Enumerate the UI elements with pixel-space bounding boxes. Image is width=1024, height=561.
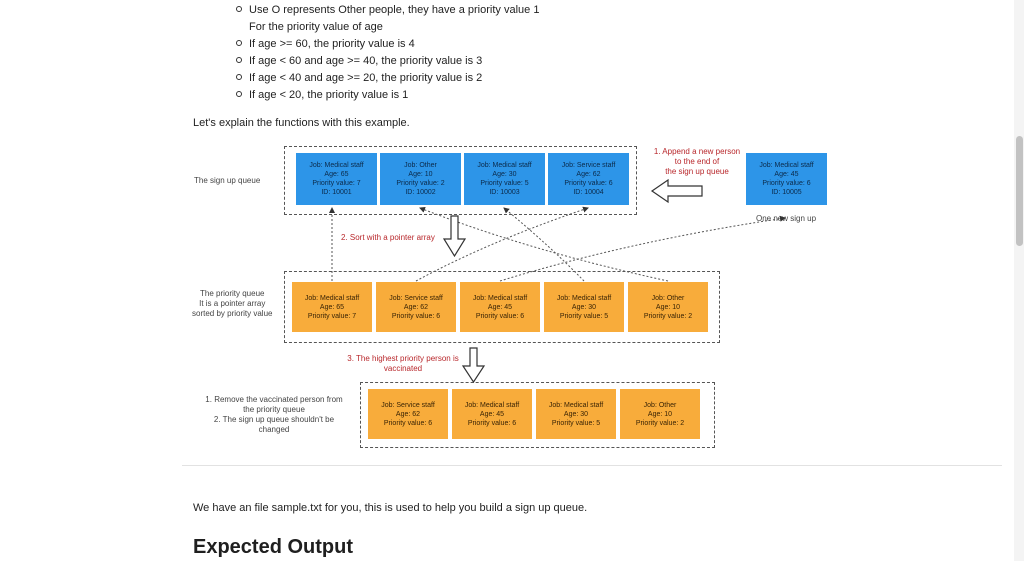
pointer-line [499, 215, 786, 282]
bullet-icon [236, 40, 242, 47]
rule-item: For the priority value of age [249, 21, 383, 33]
sort-note: 2. Sort with a pointer array [341, 233, 435, 242]
expected-output-heading: Expected Output [193, 536, 354, 558]
signup-queue-frame [284, 146, 637, 215]
new-signup-label: One new sign up [756, 214, 817, 223]
explain-text: Let's explain the functions with this ex… [193, 117, 410, 129]
sort-arrow [442, 215, 467, 258]
vaccinated-arrow [461, 347, 486, 384]
bullet-icon [236, 74, 242, 81]
signup-queue-label: The sign up queue [194, 176, 261, 185]
append-arrow [650, 178, 703, 204]
rule-item: Use O represents Other people, they have… [236, 2, 539, 19]
rules-list: Use O represents Other people, they have… [236, 2, 539, 104]
pointer-line [415, 206, 589, 282]
bullet-icon [236, 6, 242, 13]
rule-item: If age < 20, the priority value is 1 [236, 87, 539, 104]
section-divider [182, 465, 1002, 466]
sample-text: We have an file sample.txt for you, this… [193, 502, 588, 514]
scrollbar-thumb[interactable] [1016, 136, 1023, 246]
rule-item: If age < 40 and age >= 20, the priority … [236, 70, 539, 87]
bullet-icon [236, 91, 242, 98]
rule-item: If age >= 60, the priority value is 4 [236, 36, 539, 53]
pointer-line [503, 207, 585, 282]
scrollbar-track[interactable] [1014, 0, 1024, 561]
rule-item: If age < 60 and age >= 40, the priority … [236, 53, 539, 70]
priority-queue-frame [284, 271, 720, 343]
result-queue-frame [360, 382, 715, 448]
diagram-connectors [329, 178, 786, 384]
bullet-icon [236, 57, 242, 64]
